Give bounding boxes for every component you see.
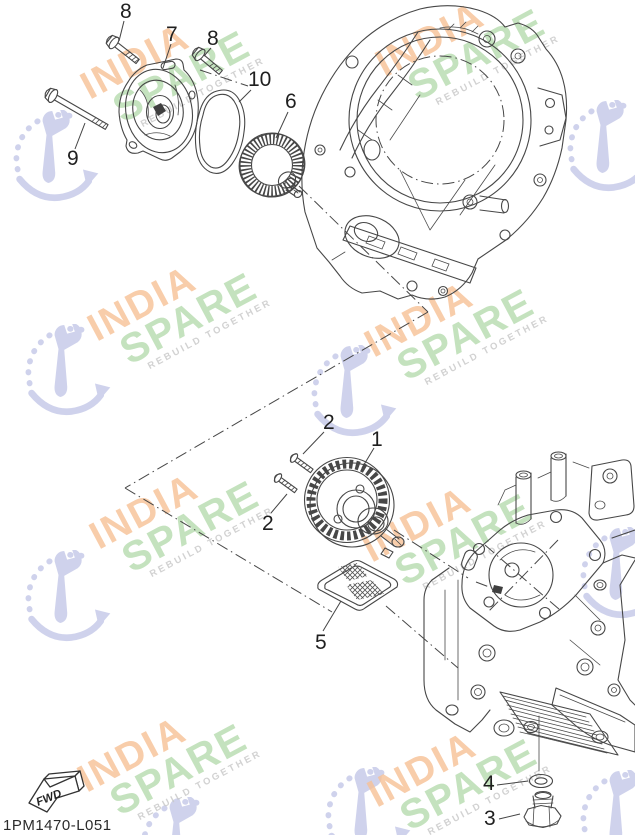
drawing-code: 1PM1470-L051 [3,817,112,834]
gasket-drawing [194,89,246,174]
callout-3: 3 [484,807,496,830]
drain-bolt-drawing [523,790,562,829]
callout-5: 5 [315,631,327,654]
callout-4: 4 [483,772,495,795]
callout-10: 10 [248,68,271,91]
screw-drawing-2b [273,473,298,494]
callout-8a: 8 [120,0,132,23]
callout-2a: 2 [323,411,335,434]
strainer-drawing [317,559,399,611]
callout-8b: 8 [207,27,219,50]
oil-filter-drawing [238,132,306,199]
oil-pump-assembly-drawing [303,456,405,559]
callout-2b: 2 [262,512,274,535]
callout-1: 1 [371,428,383,451]
callout-leader-lines [74,20,529,820]
water-pump-cover-drawing [118,58,199,161]
crankcase-lower-drawing [423,451,635,772]
crankcase-upper-drawing [301,5,568,300]
callout-7: 7 [166,23,178,46]
assembly-axis-lines [124,69,498,669]
bolt-drawing-8a [105,34,140,65]
fwd-direction-arrow: FWD [28,770,85,813]
screw-drawing-2a [289,453,314,474]
callout-9: 9 [67,147,79,170]
washer-drawing [528,773,554,789]
callout-6: 6 [285,90,297,113]
bolt-drawing-9 [44,87,109,130]
bolt-drawing-8b [191,46,223,75]
